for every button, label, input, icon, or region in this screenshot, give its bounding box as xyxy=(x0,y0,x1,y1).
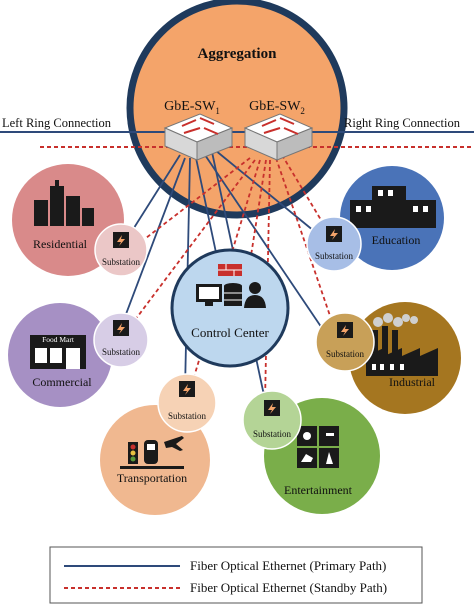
entertainment-substation-label: Substation xyxy=(253,429,292,439)
industrial-label: Industrial xyxy=(389,375,436,389)
industrial-substation-label: Substation xyxy=(326,349,365,359)
left-ring-label: Left Ring Connection xyxy=(2,116,112,130)
transportation-substation xyxy=(157,373,217,433)
commercial-substation-icon xyxy=(113,320,129,336)
education-substation xyxy=(306,216,362,272)
entertainment-icons xyxy=(297,426,339,468)
entertainment-substation-icon xyxy=(264,400,280,416)
legend-box xyxy=(49,546,423,604)
residential-buildings-icon xyxy=(34,180,94,226)
transportation-label: Transportation xyxy=(117,471,187,485)
commercial-substation-label: Substation xyxy=(102,347,141,357)
entertainment-substation xyxy=(242,390,302,450)
commercial-label: Commercial xyxy=(32,375,92,389)
switch-1-icon xyxy=(163,113,234,161)
factory-icon xyxy=(366,313,438,376)
transportation-substation-label: Substation xyxy=(168,411,207,421)
commercial-substation xyxy=(93,312,149,368)
legend-primary-label: Fiber Optical Ethernet (Primary Path) xyxy=(190,558,386,573)
food-mart-store-icon xyxy=(30,335,86,369)
residential-substation xyxy=(94,223,148,277)
education-building-icon xyxy=(350,186,436,228)
residential-substation-icon xyxy=(113,232,129,248)
industrial-substation-icon xyxy=(337,322,353,338)
control-center-circle xyxy=(170,248,290,368)
residential-substation-label: Substation xyxy=(102,257,141,267)
control-center-label: Control Center xyxy=(191,325,269,340)
control-center-icon xyxy=(196,264,266,308)
legend-standby-label: Fiber Optical Ethernet (Standby Path) xyxy=(190,580,387,595)
education-substation-label: Substation xyxy=(315,251,354,261)
transportation-icon xyxy=(120,436,184,469)
industrial-substation xyxy=(315,312,375,372)
education-label: Education xyxy=(372,233,421,247)
legend: Fiber Optical Ethernet (Primary Path) Fi… xyxy=(49,546,423,604)
entertainment-label: Entertainment xyxy=(284,483,353,497)
switch-2-label: GbE-SW2 xyxy=(249,99,305,116)
residential-label: Residential xyxy=(33,237,88,251)
aggregation-title: Aggregation xyxy=(198,46,278,62)
food-mart-sign: Food Mart xyxy=(42,335,75,344)
switch-2-icon xyxy=(243,113,314,161)
switch-1-label: GbE-SW1 xyxy=(164,99,220,116)
transportation-substation-icon xyxy=(179,381,195,397)
education-substation-icon xyxy=(326,226,342,242)
right-ring-label: Right Ring Connection xyxy=(344,116,461,130)
